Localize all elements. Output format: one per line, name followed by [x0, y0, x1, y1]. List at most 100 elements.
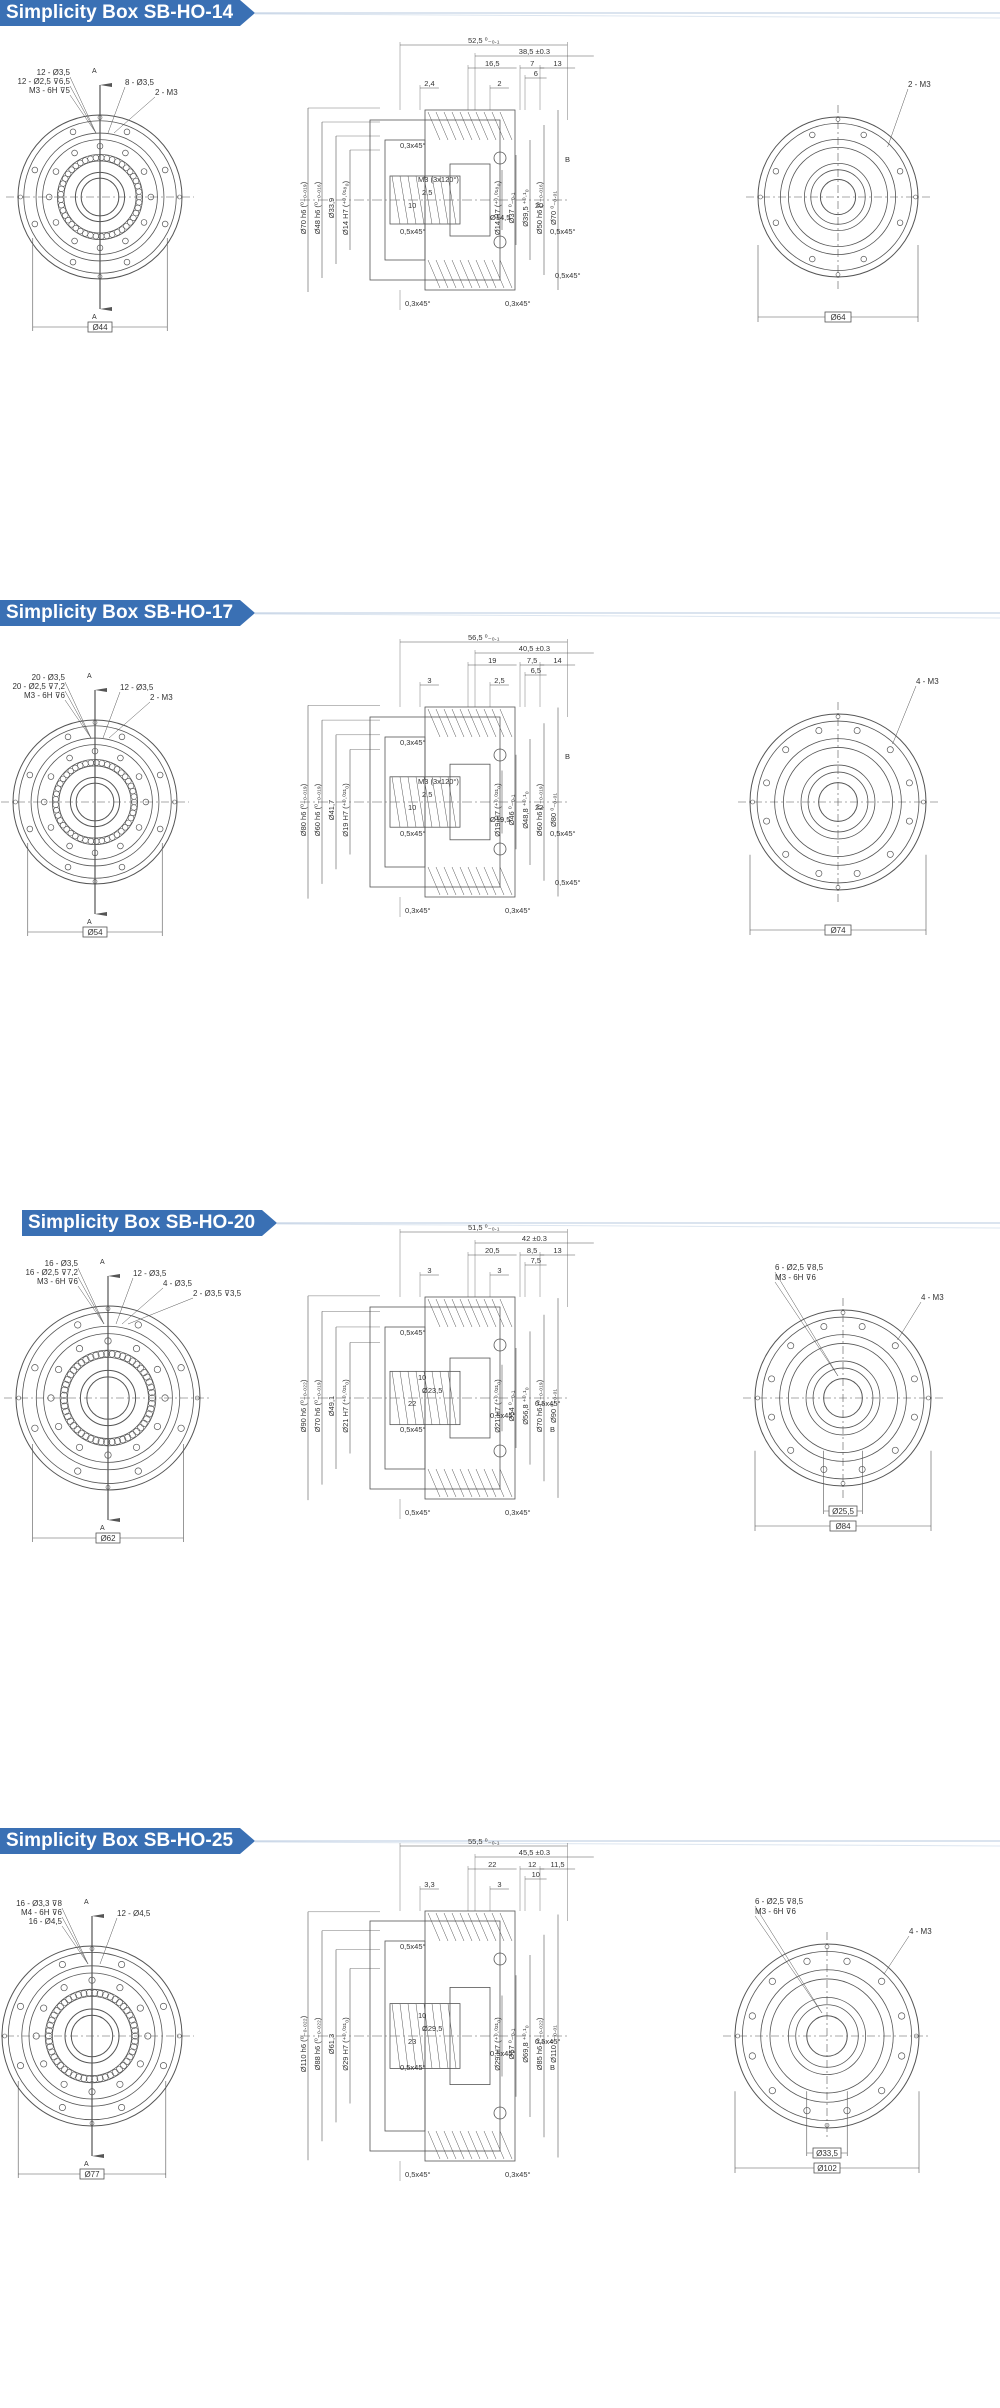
flange-hole — [26, 825, 34, 833]
roller-element — [62, 1407, 70, 1415]
horizontal-dimension-label: 51,5 ⁰₋₀.₁ — [468, 1223, 500, 1232]
flange-hole — [16, 1395, 22, 1401]
vertical-dimension-label: Ø37 ⁰₋₀.₁ — [507, 192, 516, 223]
flange-hole — [898, 2012, 906, 2020]
horizontal-dimension-label: 42 ±0.3 — [522, 1234, 547, 1243]
leader-line — [102, 691, 121, 739]
flange-hole — [772, 219, 780, 226]
leader-line — [108, 701, 151, 739]
inner-dimension-label: 0,5x45° — [490, 2049, 516, 2058]
flange-hole — [858, 1323, 866, 1331]
flange-hole — [840, 1481, 846, 1486]
roller-element — [118, 769, 125, 776]
flange-hole — [31, 166, 39, 174]
roller-element — [92, 1436, 100, 1444]
mounting-hole — [153, 1422, 161, 1431]
roller-element — [128, 1431, 136, 1439]
vertical-dimension-label: Ø110 ⁰₋₀.₀₁ — [549, 2025, 558, 2063]
hatch-line — [427, 2130, 441, 2160]
flange-hole — [896, 219, 904, 226]
roller-element — [66, 1417, 74, 1425]
callout-label: 16 - Ø3,3 ⊽8 — [16, 1899, 62, 1908]
roller-element — [135, 199, 143, 206]
roller-element — [118, 226, 126, 233]
flange-hole — [194, 1395, 200, 1401]
roller-element — [77, 835, 84, 842]
roller-element — [140, 1368, 148, 1377]
hatch-line — [467, 2130, 481, 2160]
flange-hole — [905, 817, 913, 825]
section-marker-label: A — [87, 919, 92, 926]
flange-hole — [160, 2002, 168, 2010]
mounting-hole — [71, 149, 78, 157]
roller-element — [131, 2032, 139, 2040]
mounting-hole — [45, 193, 53, 201]
callout-label: 12 - Ø3,5 — [120, 683, 154, 692]
flange-hole — [118, 2104, 126, 2112]
vertical-dimension-label: Ø67 ⁰₋₀.₁ — [507, 2028, 516, 2059]
roller-element — [62, 1381, 70, 1389]
roller-element — [93, 838, 100, 845]
vertical-dimension-label: Ø19 H7 (⁺⁰·⁰²¹₀) — [493, 783, 502, 837]
flange-hole — [896, 168, 904, 175]
roller-element — [131, 2027, 139, 2035]
hatch-line — [459, 708, 473, 738]
roller-element — [92, 232, 100, 240]
roller-element — [96, 1990, 104, 1998]
flange-hole — [782, 850, 790, 858]
flange-hole — [74, 1321, 82, 1329]
callout-label: 8 - Ø3,5 — [125, 78, 154, 87]
chamfer-label: 0,3x45° — [505, 299, 531, 308]
section-title: Simplicity Box SB-HO-17 — [6, 602, 234, 623]
hatch-line — [435, 111, 449, 141]
roller-element — [46, 2021, 54, 2029]
hatch-line — [491, 2130, 505, 2160]
mounting-hole — [52, 168, 60, 175]
roller-element — [130, 2021, 138, 2029]
hatch-line — [467, 111, 481, 141]
gear-housing — [424, 109, 516, 291]
roller-element — [82, 230, 89, 237]
inner-dimension-label: 10 — [418, 1373, 426, 1382]
flange-hole — [768, 1375, 776, 1383]
roller-element — [77, 1359, 85, 1367]
hatch-line — [435, 866, 449, 896]
flange-hole — [921, 799, 926, 805]
roller-element — [128, 2048, 136, 2056]
flange-hole — [809, 255, 816, 263]
roller-element — [72, 224, 79, 232]
roller-element — [70, 2071, 78, 2079]
housing-circle — [774, 738, 902, 866]
roller-element — [127, 814, 135, 822]
hatch-line — [415, 2003, 425, 2069]
roller-element — [64, 170, 72, 178]
mounting-hole — [147, 193, 155, 201]
roller-element — [77, 762, 84, 769]
roller-element — [120, 2002, 127, 2010]
roller-element — [77, 1429, 85, 1437]
mounting-hole — [135, 773, 143, 780]
section-marker-label: A — [100, 1525, 105, 1532]
roller-element — [113, 831, 121, 838]
flange-hole — [886, 746, 894, 754]
hatch-line — [483, 111, 497, 141]
flange-hole — [815, 869, 823, 877]
dimension-box — [87, 321, 113, 333]
horizontal-dimension-label: 40,5 ±0.3 — [519, 644, 550, 653]
roller-element — [72, 764, 79, 772]
output-flange — [810, 169, 866, 225]
roller-element — [54, 812, 62, 819]
roller-element — [128, 2016, 136, 2024]
vertical-dimension-label: Ø88 h6 (⁰₋₀.₀₂₂) — [313, 2017, 322, 2070]
callout-label: 2 - Ø3,5 ⊽3,5 — [193, 1289, 242, 1298]
section-arrow — [95, 912, 107, 916]
roller-element — [103, 1438, 111, 1446]
leader-line — [61, 1907, 89, 1965]
callout-label: 20 - Ø3,5 — [32, 673, 66, 682]
roller-element — [82, 157, 89, 164]
roller-element — [57, 191, 64, 198]
flange-hole — [926, 1395, 931, 1401]
inner-dimension-label: 2,5 — [422, 188, 432, 197]
inner-dimension-label: 0,5x45° — [535, 1399, 561, 1408]
